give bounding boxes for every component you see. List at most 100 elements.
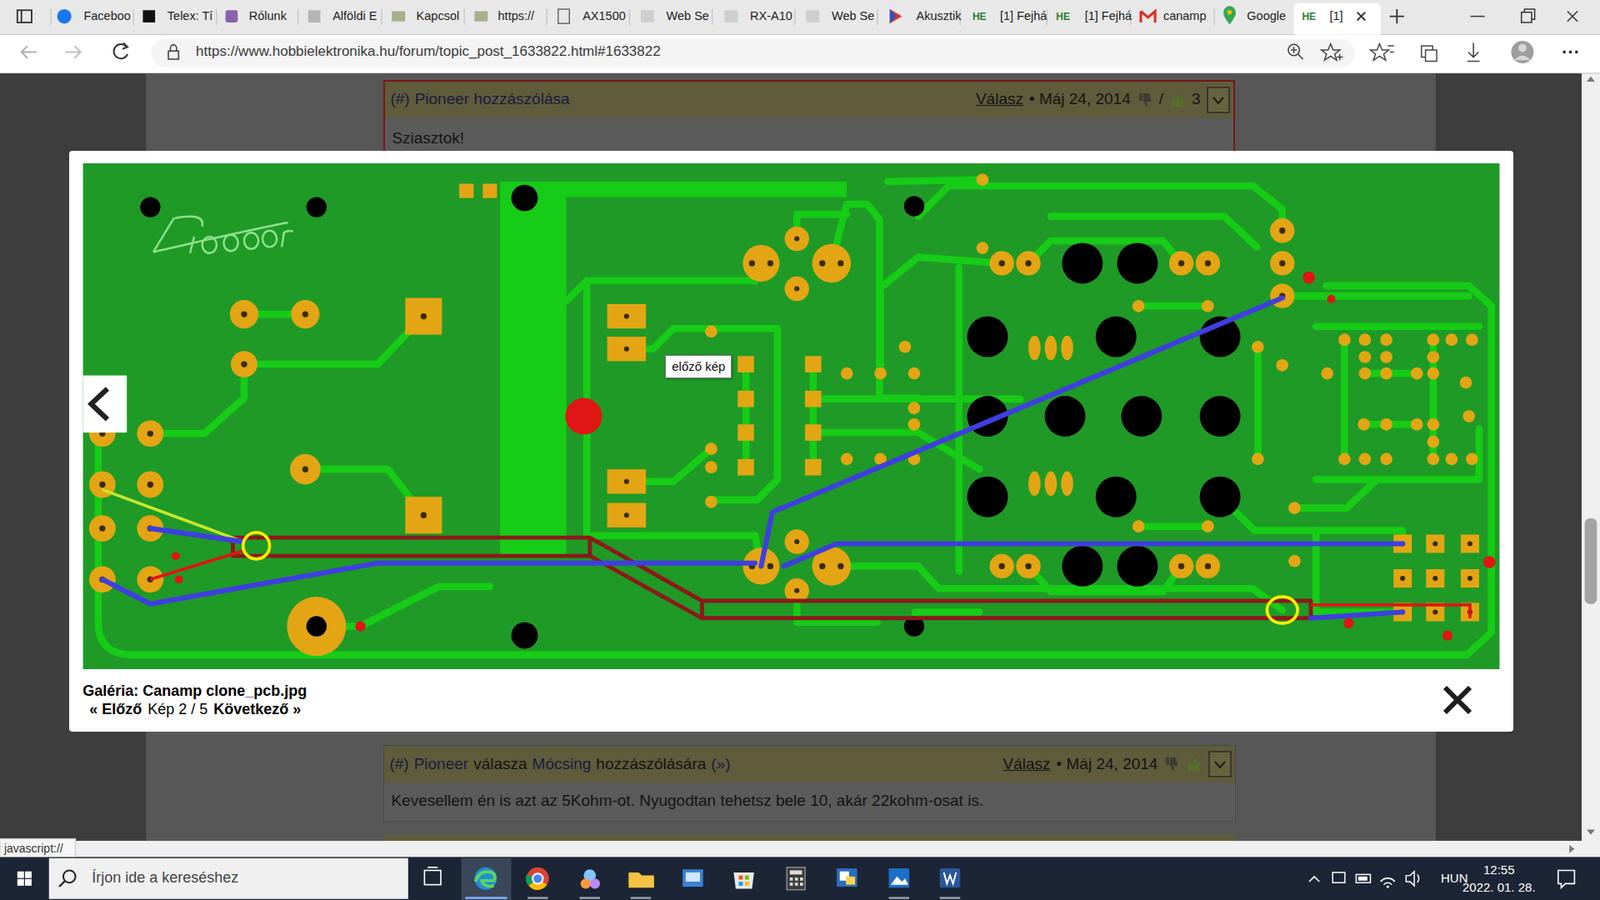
tab-title: AX1500: [582, 9, 626, 24]
tab-title: Faceboo: [83, 9, 130, 24]
hand-glyph: [1171, 93, 1185, 106]
label-holder: [1]: [1330, 9, 1344, 24]
post-date: • Máj 24, 2014: [1029, 90, 1131, 110]
tab-title: Google: [1246, 9, 1286, 24]
label-holder: Alföldi E: [332, 9, 377, 24]
text-holder: Válasz: [1003, 755, 1051, 775]
post-date: • Máj 24, 2014: [1056, 755, 1159, 775]
label-holder: Rólunk: [249, 9, 287, 24]
forum-post: (#)PioneerválaszaMócsinghozzászólására(»…: [383, 745, 1236, 822]
caption-row: « Előző Kép 2 / 5 Következő »: [82, 700, 307, 719]
clock-time: 12:55: [1483, 862, 1515, 878]
text-holder: • Máj 24, 2014: [1029, 90, 1131, 110]
clock-date: 2022. 01. 28.: [1462, 880, 1536, 895]
tab-title: Akusztik: [916, 9, 962, 24]
text-holder: Sziasztok!: [391, 129, 465, 149]
label-holder: Web Se: [831, 9, 875, 24]
tab-title: Kapcsol: [416, 9, 460, 24]
text-holder: (#): [390, 90, 410, 110]
vote-icon: [1163, 755, 1180, 773]
post-body: Sziasztok!: [391, 129, 465, 149]
label-holder: javascript://: [4, 840, 64, 855]
icon-holder: [1169, 91, 1186, 109]
status-text: javascript://: [4, 840, 64, 855]
label-holder: Web Se: [666, 9, 710, 24]
tab-title: Web Se: [831, 9, 875, 24]
reply-link: Válasz: [1003, 755, 1051, 775]
menu-button: [1206, 86, 1230, 114]
menu-button-frame: [1207, 87, 1230, 113]
gallery-nav: Következő »: [213, 700, 301, 719]
icon-holder: [1136, 91, 1154, 109]
tab-title: Rólunk: [249, 9, 287, 24]
text-holder: hozzászólására: [595, 755, 706, 775]
separator: /: [1159, 90, 1164, 110]
label-holder: Írjon ide a kereséshez: [91, 869, 239, 888]
chevron: [1215, 761, 1225, 768]
label-holder: Akusztik: [916, 9, 962, 24]
post-header: (#)Pioneer hozzászólása Válasz• Máj 24, 2…: [385, 81, 1233, 119]
gallery-caption: Galéria: Canamp clone_pcb.jpg« Előző Kép …: [82, 681, 307, 719]
gallery-title: Galéria: Canamp clone_pcb.jpg: [82, 682, 307, 700]
vote-icon: [1185, 755, 1203, 773]
label-holder: canamp: [1163, 9, 1207, 24]
tab-title: canamp: [1163, 9, 1207, 24]
label-holder: HE: [972, 10, 987, 22]
text-holder: • Máj 24, 2014: [1056, 755, 1159, 775]
text-holder: Pioneer: [414, 755, 470, 775]
tab-title: Alföldi E: [332, 9, 377, 24]
label-holder: [1] Fejhá: [1085, 9, 1132, 24]
text-holder: /: [1159, 90, 1164, 110]
hand-glyph: [1165, 757, 1179, 770]
favicon-text: HE: [1301, 10, 1316, 22]
label-holder: RX-A10: [750, 9, 793, 24]
icon-holder: [1185, 755, 1203, 773]
label-holder: 12:55: [1483, 862, 1515, 878]
text-holder: Pioneer hozzászólása: [415, 90, 570, 110]
icon-holder: [1208, 750, 1232, 778]
post-author: Pioneer: [414, 755, 470, 775]
text-holder: válasza: [473, 755, 527, 775]
vote-icon: [1136, 91, 1154, 109]
hand-glyph: [1139, 93, 1152, 106]
label-holder: https://: [498, 9, 535, 24]
vote-icon: [1169, 91, 1186, 109]
close-button: [1440, 683, 1475, 717]
tooltip: előző kép: [665, 355, 732, 379]
search-placeholder: Írjon ide a kereséshez: [91, 869, 239, 888]
chevron: [1213, 97, 1224, 104]
post-author: Mócsing: [532, 755, 592, 775]
tab-title: [1] Fejhá: [1085, 9, 1132, 24]
label-holder: Telex: Tí: [167, 9, 214, 24]
header-right: Válasz• Máj 24, 2014 / 3: [975, 86, 1230, 114]
tooltip-text: előző kép: [671, 359, 725, 375]
favicon-text: HE: [972, 10, 987, 22]
gallery-nav: « Előző: [89, 700, 142, 719]
label-holder: HE: [1301, 10, 1316, 22]
caption-row: Galéria: Canamp clone_pcb.jpg: [82, 681, 307, 700]
tab-title: Telex: Tí: [167, 9, 214, 24]
label-holder: AX1500: [582, 9, 626, 24]
label-holder: Faceboo: [83, 9, 130, 24]
post-anchor: (#): [389, 755, 409, 775]
tab-title: https://: [498, 9, 535, 24]
post-anchor: (»): [710, 755, 730, 775]
post-text: válasza: [473, 755, 527, 775]
text-holder: Mócsing: [532, 755, 592, 775]
gallery-counter: Kép 2 / 5: [147, 700, 208, 719]
reply-link: Válasz: [975, 90, 1024, 110]
label-holder: Kapcsol: [416, 9, 460, 24]
post-body: Kevesellem én is azt az 5Kohm-ot. Nyugod…: [390, 791, 984, 811]
icon-holder: [1206, 86, 1230, 114]
text-holder: (»): [710, 755, 730, 775]
menu-button-frame: [1209, 751, 1231, 777]
post-text: hozzászólására: [595, 755, 706, 775]
icon-holder: [1163, 755, 1180, 773]
post-header: (#)PioneerválaszaMócsinghozzászólására(»…: [384, 745, 1235, 783]
close-glyph: [1445, 687, 1470, 713]
tab-title: RX-A10: [750, 9, 793, 24]
pcb-image: [82, 163, 1500, 670]
text-holder: 3: [1191, 90, 1201, 110]
favicon-text: HE: [1055, 10, 1070, 22]
